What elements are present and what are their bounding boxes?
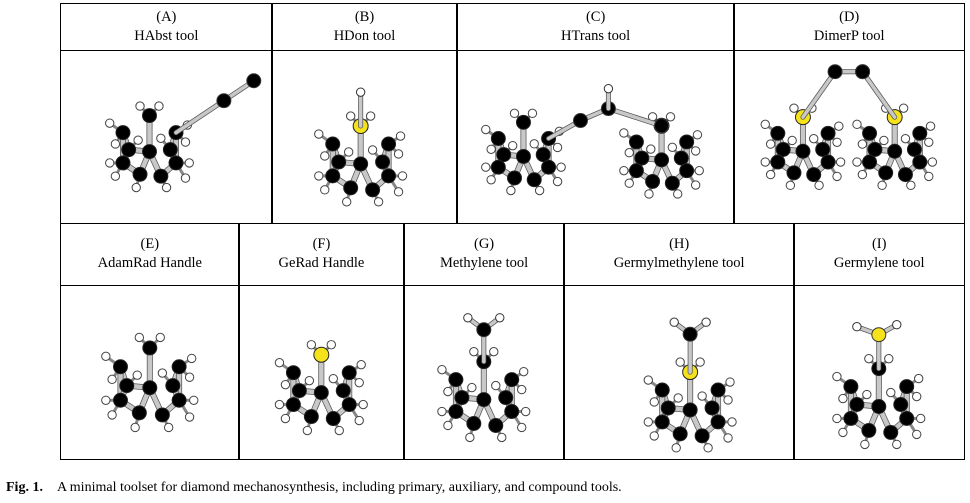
panel-letter: (G) <box>474 236 495 252</box>
panel-letter: (E) <box>140 236 160 252</box>
panel-g: (G) Methylene tool <box>403 222 565 460</box>
panel-header: (F) GeRad Handle <box>239 224 404 286</box>
germylmethylene-tool-molecule-icon-drawing <box>643 317 738 453</box>
panel-b: (B) HDon tool <box>271 2 458 224</box>
hdon-tool-molecule-icon-drawing <box>314 86 408 207</box>
panel-row-bottom: (E) AdamRad Handle (F) GeRad Handle (G) … <box>60 222 965 460</box>
panel-letter: (H) <box>669 236 690 252</box>
gerad-handle-molecule-icon-drawing <box>274 339 368 435</box>
htrans-tool-molecule-icon <box>457 51 734 224</box>
germylene-tool-molecule-icon <box>794 286 964 460</box>
panel-header: (E) AdamRad Handle <box>61 224 239 286</box>
panel-title: AdamRad Handle <box>97 255 202 271</box>
figure-label: Fig. 1. <box>6 480 43 495</box>
panel-letter: (D) <box>839 8 860 25</box>
panel-i: (I) Germylene tool <box>793 222 965 460</box>
gerad-handle-molecule-icon <box>239 286 404 460</box>
panel-header: (G) Methylene tool <box>404 224 564 286</box>
panel-header: (A) HAbst tool <box>61 4 272 51</box>
methylene-tool-molecule-icon-drawing <box>437 312 531 442</box>
panel-letter: (I) <box>871 236 887 252</box>
panel-header: (B) HDon tool <box>272 4 457 51</box>
panel-title: Germylene tool <box>833 255 925 271</box>
panel-header: (C) HTrans tool <box>457 4 734 51</box>
panel-h: (H) Germylmethylene tool <box>563 222 795 460</box>
caption-text: A minimal toolset for diamond mechanosyn… <box>56 480 622 495</box>
panel-title: DimerP tool <box>813 27 885 44</box>
panel-letter: (C) <box>585 8 606 25</box>
germylene-tool-molecule-icon-drawing <box>832 319 926 449</box>
panel-title: HTrans tool <box>561 27 631 44</box>
panel-letter: (F) <box>312 236 331 252</box>
panel-title: Methylene tool <box>439 255 529 271</box>
panel-d: (D) DimerP tool <box>733 2 966 224</box>
germylmethylene-tool-molecule-icon <box>564 286 793 460</box>
figure-grid: (A) HAbst tool (B) HDon tool (C) HTrans … <box>60 2 966 460</box>
methylene-tool-molecule-icon <box>404 286 564 460</box>
panel-header: (D) DimerP tool <box>734 4 965 51</box>
panel-e: (E) AdamRad Handle <box>60 222 240 460</box>
habst-tool-molecule-icon-drawing <box>105 72 262 192</box>
dimerp-tool-molecule-icon-drawing <box>760 63 938 190</box>
habst-tool-molecule-icon <box>61 51 272 224</box>
adamrad-handle-molecule-icon-drawing <box>101 332 199 432</box>
panel-header: (I) Germylene tool <box>794 224 964 286</box>
panel-header: (H) Germylmethylene tool <box>564 224 794 286</box>
panel-f: (F) GeRad Handle <box>238 222 405 460</box>
panel-letter: (B) <box>354 8 375 25</box>
hdon-tool-molecule-icon <box>272 51 457 224</box>
panel-title: Germylmethylene tool <box>613 255 745 271</box>
panel-title: HAbst tool <box>134 27 199 44</box>
panel-a: (A) HAbst tool <box>60 2 273 224</box>
dimerp-tool-molecule-icon <box>734 51 964 224</box>
panel-title: GeRad Handle <box>278 255 365 271</box>
figure-caption: Fig. 1. A minimal toolset for diamond mec… <box>6 480 622 496</box>
adamrad-handle-molecule-icon <box>61 286 239 460</box>
panel-letter: (A) <box>156 8 177 25</box>
panel-title: HDon tool <box>333 27 396 44</box>
htrans-tool-molecule-icon-drawing <box>481 83 705 199</box>
panel-row-top: (A) HAbst tool (B) HDon tool (C) HTrans … <box>60 2 966 224</box>
panel-c: (C) HTrans tool <box>456 2 735 224</box>
